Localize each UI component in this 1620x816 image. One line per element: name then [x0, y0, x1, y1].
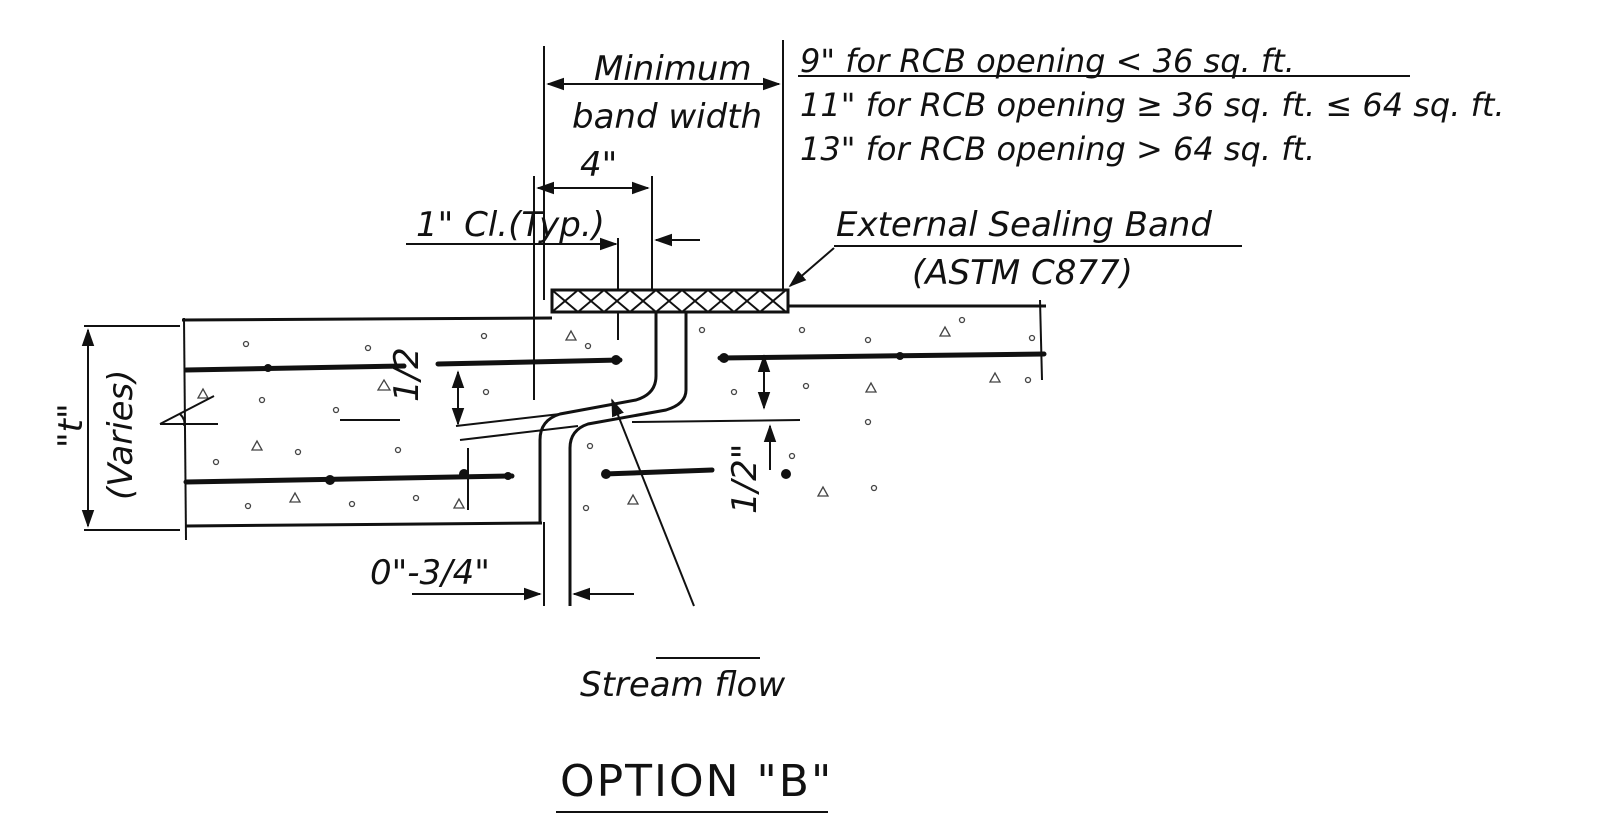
band-width-notes: 9" for RCB opening < 36 sq. ft. 11" for … — [798, 42, 1505, 168]
concrete-aggregate — [196, 316, 1036, 512]
stream-flow-label: Stream flow — [580, 665, 785, 705]
left-slab — [181, 316, 553, 541]
left-half-inch-dimension: 1/2 — [340, 347, 469, 510]
thickness-label: "t" — [51, 403, 91, 448]
sealing-band — [550, 288, 790, 314]
clearance-label: 1" Cl.(Typ.) — [416, 205, 605, 245]
option-title: OPTION "B" — [556, 756, 833, 813]
right-slab — [788, 299, 1046, 381]
gap-label: 0"-3/4" — [370, 553, 490, 593]
rebar — [183, 351, 1047, 485]
sealing-band-callout: External Sealing Band (ASTM C877) — [788, 205, 1242, 293]
sealing-band-spec: (ASTM C877) — [912, 253, 1133, 293]
four-inch-label: 4" — [580, 145, 617, 185]
joint-profile — [455, 312, 688, 606]
clearance-dimension: 1" Cl.(Typ.) — [406, 205, 700, 340]
left-half-label: 1/2 — [387, 347, 427, 402]
note-line-3: 13" for RCB opening > 64 sq. ft. — [800, 130, 1315, 168]
band-width-label: band width — [572, 97, 762, 137]
option-title-text: OPTION "B" — [560, 756, 833, 807]
stream-flow-indicator: Stream flow — [580, 657, 785, 705]
gap-dimension: 0"-3/4" — [370, 553, 634, 601]
minimum-label: Minimum — [594, 49, 752, 89]
note-line-2: 11" for RCB opening ≥ 36 sq. ft. ≤ 64 sq… — [800, 86, 1505, 124]
joint-leader — [611, 398, 695, 607]
varies-label: (Varies) — [101, 369, 141, 500]
sealing-band-label: External Sealing Band — [836, 205, 1212, 245]
right-half-label: 1/2" — [725, 444, 765, 514]
band-width-dimension: Minimum band width — [543, 40, 784, 300]
thickness-dimension: "t" (Varies) — [51, 325, 218, 531]
note-line-1: 9" for RCB opening < 36 sq. ft. — [800, 42, 1295, 80]
right-half-inch-dimension: 1/2" — [631, 354, 801, 514]
